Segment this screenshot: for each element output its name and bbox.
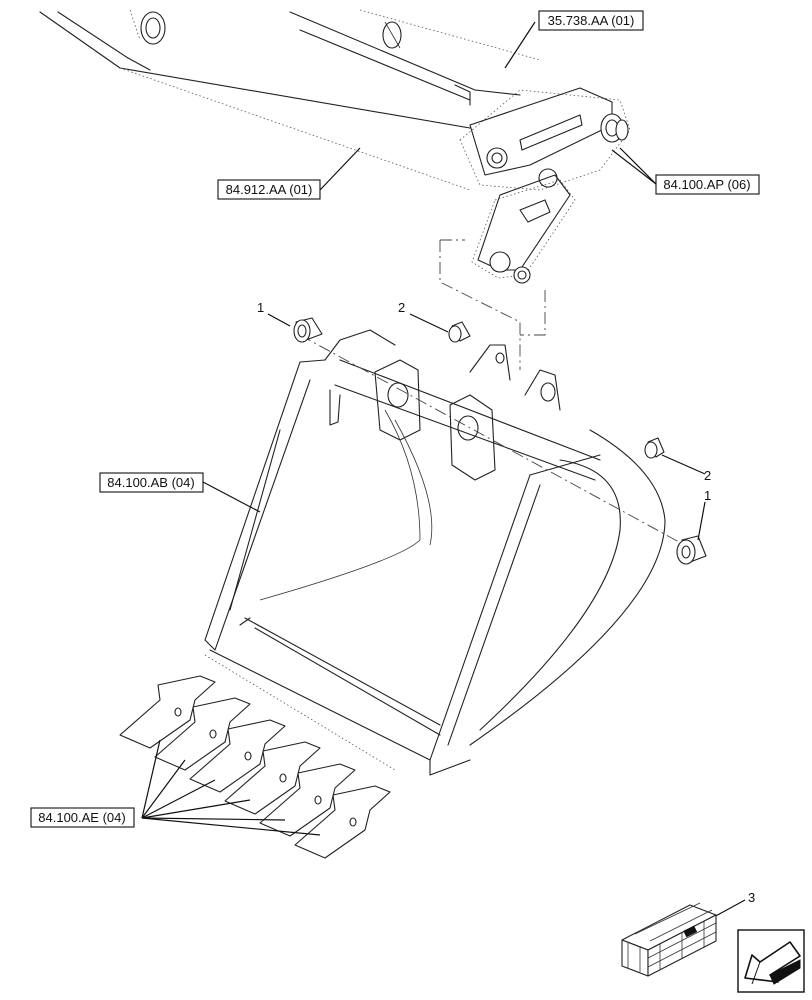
ref-label-84100ae[interactable]: 84.100.AE (04) xyxy=(30,807,135,828)
item-number-1-right: 1 xyxy=(704,488,711,503)
item-number-2-right: 2 xyxy=(704,468,711,483)
ref-text-84100ab: 84.100.AB (04) xyxy=(107,475,194,490)
item-number-1-top: 1 xyxy=(257,300,264,315)
bushing-1-right xyxy=(676,535,707,565)
arrow-left-icon xyxy=(744,941,801,985)
bucket-teeth xyxy=(119,675,391,859)
ref-text-35738: 35.738.AA (01) xyxy=(548,13,635,28)
ref-label-84912[interactable]: 84.912.AA (01) xyxy=(217,179,321,200)
pin-axis xyxy=(299,334,691,549)
crate-icon xyxy=(621,902,717,977)
ref-label-35738[interactable]: 35.738.AA (01) xyxy=(538,10,644,31)
leader-lines xyxy=(141,21,746,919)
linkage xyxy=(439,87,631,370)
item-number-2-top: 2 xyxy=(398,300,405,315)
bushing-1-left xyxy=(293,317,323,343)
ref-text-84100ae: 84.100.AE (04) xyxy=(38,810,125,825)
item-number-3: 3 xyxy=(748,890,755,905)
ref-label-84100ap[interactable]: 84.100.AP (06) xyxy=(655,174,760,195)
bushing-2-left xyxy=(448,321,471,343)
nav-arrow-button[interactable] xyxy=(737,929,805,993)
ref-text-84912: 84.912.AA (01) xyxy=(226,182,313,197)
boom-arm xyxy=(39,9,541,191)
bushing-2-right xyxy=(644,437,665,459)
ref-label-84100ab[interactable]: 84.100.AB (04) xyxy=(99,472,204,493)
bucket xyxy=(204,329,666,776)
ref-text-84100ap: 84.100.AP (06) xyxy=(663,177,750,192)
